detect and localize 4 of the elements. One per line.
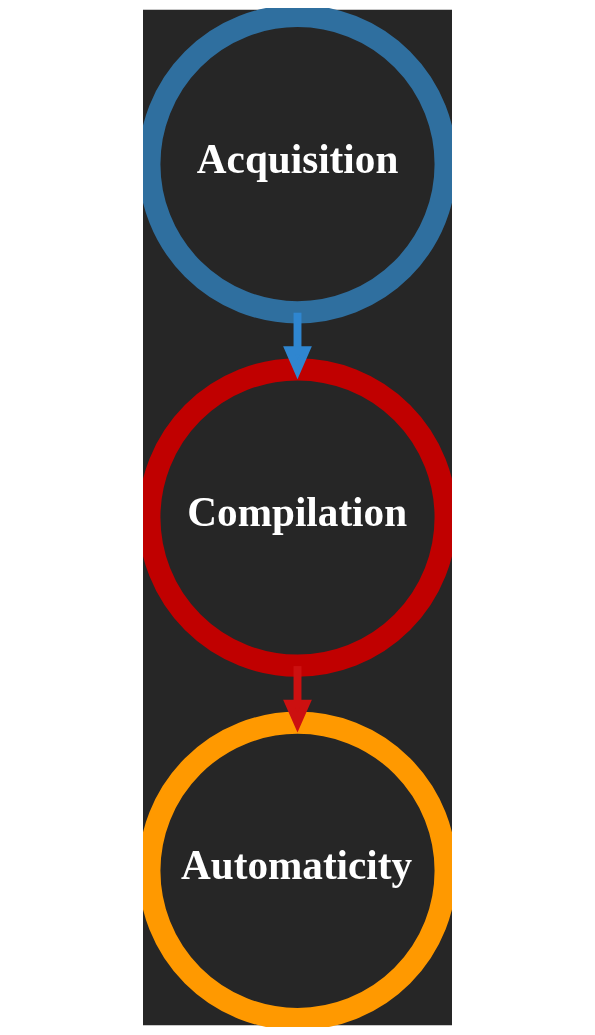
arrow (283, 666, 312, 733)
node-circle: Acquisition (143, 8, 452, 324)
node-circle: Compilation (143, 358, 452, 677)
node-circle: Automaticity (143, 711, 452, 1027)
